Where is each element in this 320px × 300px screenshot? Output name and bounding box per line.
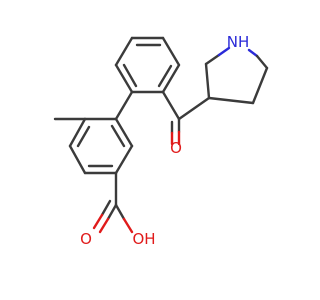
upper-benzene-ring xyxy=(114,36,181,94)
bond xyxy=(68,144,87,175)
acid-hydroxyl-label: OH xyxy=(132,230,155,248)
bond xyxy=(161,36,181,67)
ketone-oxygen-label: O xyxy=(170,139,182,157)
skeletal-structure: NH O O OH xyxy=(53,33,269,248)
nitrogen-label: NH xyxy=(227,33,250,51)
bond xyxy=(217,46,231,57)
acid-co-double-bond xyxy=(106,203,118,221)
lower-benzene-ring xyxy=(68,117,134,175)
carboxylic-acid-group xyxy=(92,171,134,234)
structure-canvas: NH O O OH xyxy=(53,33,269,248)
carbonyl-ring-bond xyxy=(177,96,211,121)
aromatic-inner-bond xyxy=(157,64,173,88)
bond xyxy=(114,117,134,148)
bond xyxy=(247,48,259,58)
acid-co-double-bond xyxy=(98,217,110,234)
bond xyxy=(68,117,87,148)
aryl-carbonyl-bond xyxy=(161,90,181,121)
bond xyxy=(204,53,221,66)
pyrrolidine-ring xyxy=(204,46,269,105)
acid-oxygen-label: O xyxy=(80,230,92,248)
bond xyxy=(114,144,134,175)
acid-coh-bond xyxy=(114,203,126,221)
bond xyxy=(114,36,134,67)
aromatic-inner-bond xyxy=(110,124,126,148)
acid-co-double-bond xyxy=(100,199,112,217)
aromatic-inner-bond xyxy=(76,125,91,148)
bond xyxy=(204,62,211,100)
biaryl-bond xyxy=(114,90,134,121)
bond xyxy=(161,63,181,94)
acid-coh-bond xyxy=(122,217,134,234)
bond xyxy=(114,63,134,94)
bond xyxy=(255,54,269,70)
acid-co-double-bond xyxy=(92,213,104,230)
aromatic-inner-bond xyxy=(122,63,138,88)
bond xyxy=(251,66,269,105)
bond xyxy=(207,96,255,105)
ketone-group xyxy=(161,90,211,146)
